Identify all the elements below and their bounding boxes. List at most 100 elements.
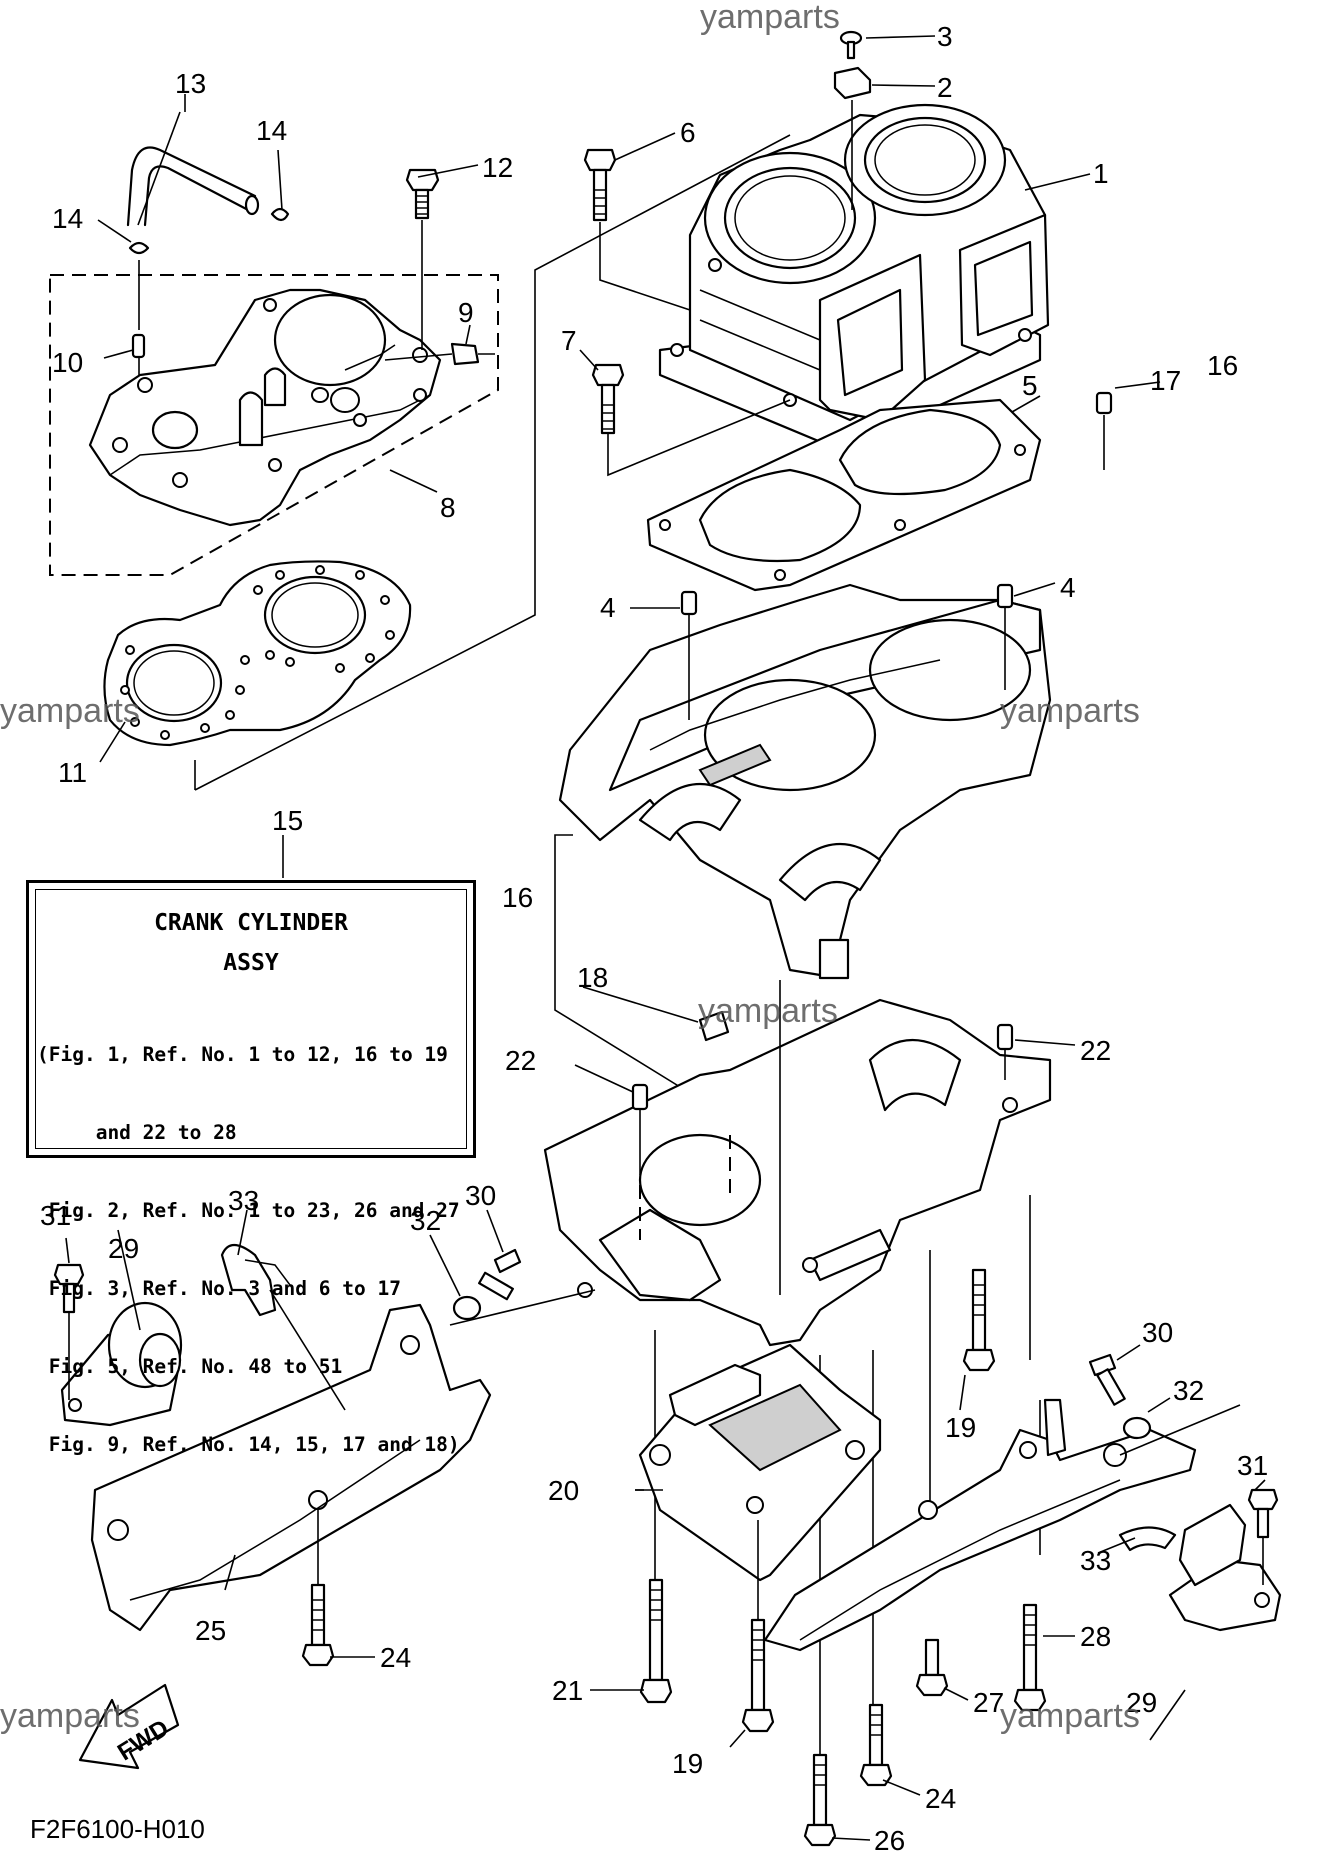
watermark-center: yamparts	[698, 992, 838, 1030]
rubber-mount-29-left	[60, 1301, 183, 1427]
callout-24-right: 24	[925, 1783, 956, 1814]
dowel-22-left	[631, 1083, 649, 1111]
watermark-left: yamparts	[0, 692, 140, 730]
upper-crankcase-16	[558, 583, 1052, 980]
dowel-4-left	[680, 590, 698, 616]
callout-7: 7	[561, 325, 577, 356]
callout-33-right: 33	[1080, 1545, 1111, 1576]
assy-ref-line: Fig. 5, Ref. No. 48 to 51	[37, 1355, 343, 1378]
callout-29-left: 29	[108, 1233, 139, 1264]
callout-numbers: 3 2 1 6 7 12 8 9 10 13 14 14 11 15 4 4 5…	[52, 21, 1238, 1856]
bolt-21	[639, 1578, 673, 1704]
dowel-22-right	[996, 1023, 1014, 1051]
dowel-17	[1095, 391, 1113, 415]
lower-crankcase	[543, 998, 1052, 1347]
callout-1: 1	[1093, 158, 1109, 189]
bracket-20	[638, 1343, 882, 1582]
assy-title-line2: ASSY	[223, 950, 279, 976]
engine-mount-plate-25	[90, 1303, 492, 1632]
stopper-33-left	[220, 1243, 291, 1317]
washer-32-right	[1122, 1416, 1152, 1440]
bolt-12	[405, 168, 440, 220]
dowel-4-right	[996, 583, 1014, 609]
bolt-24-left	[301, 1583, 335, 1667]
watermark-right: yamparts	[1000, 692, 1140, 730]
bolt-24-right	[859, 1703, 893, 1787]
callout-10: 10	[52, 347, 83, 378]
cover-8	[88, 288, 442, 527]
bolt-30-left	[478, 1248, 522, 1301]
bolt-26	[803, 1753, 837, 1847]
callout-18: 18	[577, 962, 608, 993]
washer-32-left	[452, 1295, 482, 1321]
assy-ref-line: Fig. 2, Ref. No. 1 to 23, 26 and 27	[37, 1199, 460, 1222]
callout-6: 6	[680, 117, 696, 148]
bushing-18	[698, 1010, 730, 1042]
callout-13: 13	[175, 68, 206, 99]
callout-3: 3	[937, 21, 953, 52]
watermark-bottom-left: yamparts	[0, 1697, 140, 1735]
callout-26: 26	[874, 1825, 905, 1856]
figure-code: F2F6100-H010	[30, 1814, 205, 1844]
assy-ref-line: (Fig. 1, Ref. No. 1 to 12, 16 to 19	[37, 1043, 448, 1066]
callout-leaders	[65, 35, 1266, 1841]
callout-33-left: 33	[228, 1185, 259, 1216]
bolt-31-right	[1247, 1488, 1279, 1539]
callout-2: 2	[937, 72, 953, 103]
bolt-6	[583, 148, 617, 222]
bolt-27	[915, 1638, 949, 1697]
base-gasket-5	[646, 398, 1042, 592]
dashed-group-border	[49, 274, 499, 576]
callout-4-right: 4	[1060, 572, 1076, 603]
callout-19-upper: 19	[945, 1412, 976, 1443]
callout-16-upper: 16	[1207, 350, 1238, 381]
watermark-top: yamparts	[700, 0, 840, 36]
callout-11: 11	[58, 757, 87, 788]
assy-title-line1: CRANK CYLINDER	[154, 910, 348, 936]
bolt-31-left	[53, 1263, 85, 1314]
watermark-bottom-right: yamparts	[1000, 1697, 1140, 1735]
engine-mount-plate-23	[763, 1398, 1197, 1652]
callout-22-right: 22	[1080, 1035, 1111, 1066]
callout-8: 8	[440, 492, 456, 523]
callout-21: 21	[552, 1675, 583, 1706]
callout-32-right: 32	[1173, 1375, 1204, 1406]
callout-28: 28	[1080, 1621, 1111, 1652]
gasket-group-line	[194, 134, 791, 791]
callout-15: 15	[272, 805, 303, 836]
callout-31-right-text: 31	[1237, 1450, 1268, 1481]
clip-14-upper	[270, 207, 290, 222]
callout-32-left: 32	[410, 1205, 441, 1236]
assy-ref-line: and 22 to 28	[37, 1121, 237, 1144]
head-gasket-11	[103, 560, 412, 747]
bolt-28	[1013, 1603, 1047, 1712]
fitting-9	[450, 342, 495, 366]
bolt-7	[591, 363, 625, 435]
clamp-2	[833, 66, 872, 100]
assy-title: CRANK CYLINDER ASSY	[29, 903, 473, 983]
cylinder-1	[658, 103, 1050, 452]
assy-ref-list: (Fig. 1, Ref. No. 1 to 12, 16 to 19 and …	[37, 990, 467, 1510]
watermarks: yamparts yamparts yamparts yamparts yamp…	[0, 0, 1140, 1735]
callout-31-left-text: 31	[40, 1200, 71, 1231]
bolt-19-upper	[962, 1268, 996, 1372]
callout-24-left: 24	[380, 1642, 411, 1673]
bolt-30-right	[1088, 1353, 1126, 1406]
callout-30-right: 30	[1142, 1317, 1173, 1348]
callout-19-lower: 19	[672, 1748, 703, 1779]
callout-22-left: 22	[505, 1045, 536, 1076]
callout-27: 27	[973, 1687, 1004, 1718]
callout-16-lower: 16	[502, 882, 533, 913]
callout-9: 9	[458, 297, 474, 328]
callout-17: 17	[1150, 365, 1181, 396]
callout-4-left: 4	[600, 592, 616, 623]
assy-info-box-inner-border	[35, 889, 467, 1149]
pin-10	[131, 333, 146, 359]
callout-30-left: 30	[465, 1180, 496, 1211]
callout-12: 12	[482, 152, 513, 183]
clip-14-lower	[128, 241, 150, 255]
rubber-mount-29-right	[1168, 1503, 1282, 1632]
callout-14-lower: 14	[52, 203, 83, 234]
assy-info-box: CRANK CYLINDER ASSY (Fig. 1, Ref. No. 1 …	[26, 880, 476, 1456]
